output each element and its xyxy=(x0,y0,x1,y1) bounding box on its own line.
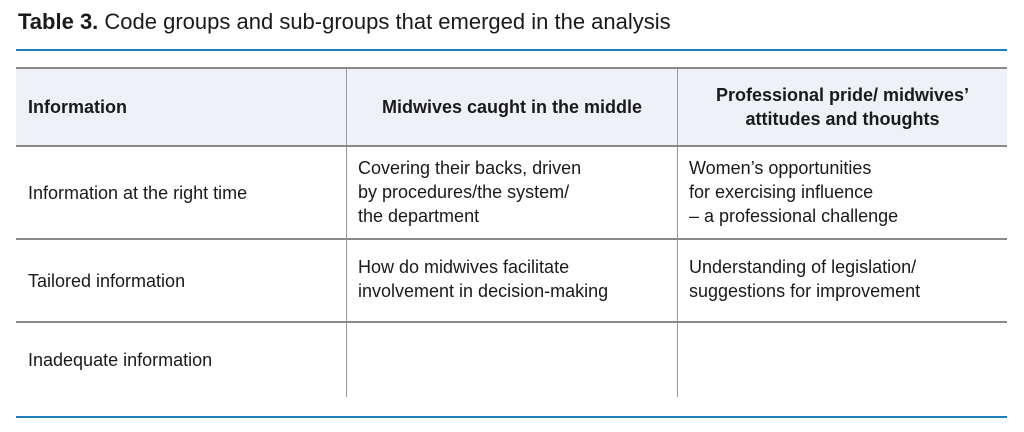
cell-text: Tailored information xyxy=(28,270,186,291)
table-cell-empty xyxy=(346,323,677,397)
table-cell: How do midwives facilitate involvement i… xyxy=(346,240,677,321)
table-row: Tailored information How do midwives fac… xyxy=(16,238,1007,321)
table-caption-text: Code groups and sub-groups that emerged … xyxy=(98,9,671,34)
bottom-rule-divider xyxy=(16,416,1007,418)
header-cell-professional-pride: Professional pride/ midwives’ attitudes … xyxy=(677,69,1007,145)
cell-text: Understanding of legislation/ xyxy=(689,257,917,277)
table-cell: Understanding of legislation/ suggestion… xyxy=(677,240,1007,321)
cell-text: for exercising influence xyxy=(689,182,874,202)
table-header-row: Information Midwives caught in the middl… xyxy=(16,67,1007,145)
table-row: Inadequate information xyxy=(16,321,1007,397)
table-cell: Inadequate information xyxy=(16,323,346,397)
table-row: Information at the right time Covering t… xyxy=(16,145,1007,238)
header-text: Professional pride/ midwives’ xyxy=(715,85,970,105)
cell-text: by procedures/the system/ xyxy=(358,182,570,202)
code-groups-table: Information Midwives caught in the middl… xyxy=(16,67,1007,397)
cell-text: suggestions for improvement xyxy=(689,281,921,301)
header-cell-midwives-caught: Midwives caught in the middle xyxy=(346,69,677,145)
table-cell-empty xyxy=(677,323,1007,397)
top-rule-divider xyxy=(16,49,1007,51)
cell-text: How do midwives facilitate xyxy=(358,257,570,277)
cell-text: – a professional challenge xyxy=(689,206,899,226)
cell-text: involvement in decision-making xyxy=(358,281,609,301)
table-cell: Women’s opportunities for exercising inf… xyxy=(677,147,1007,238)
table-cell: Information at the right time xyxy=(16,147,346,238)
cell-text: the department xyxy=(358,206,480,226)
cell-text: Inadequate information xyxy=(28,350,213,370)
table-cell: Tailored information xyxy=(16,240,346,321)
header-text: attitudes and thoughts xyxy=(745,109,940,129)
cell-text: Women’s opportunities xyxy=(689,158,872,178)
table-caption-label: Table 3. xyxy=(18,9,99,34)
cell-text: Information at the right time xyxy=(28,182,248,203)
table-cell: Covering their backs, driven by procedur… xyxy=(346,147,677,238)
header-cell-information: Information xyxy=(16,69,346,145)
header-text: Information xyxy=(28,97,127,117)
cell-text: Covering their backs, driven xyxy=(358,158,582,178)
header-text: Midwives caught in the middle xyxy=(381,97,643,117)
table-caption: Table 3. Code groups and sub-groups that… xyxy=(18,8,671,36)
